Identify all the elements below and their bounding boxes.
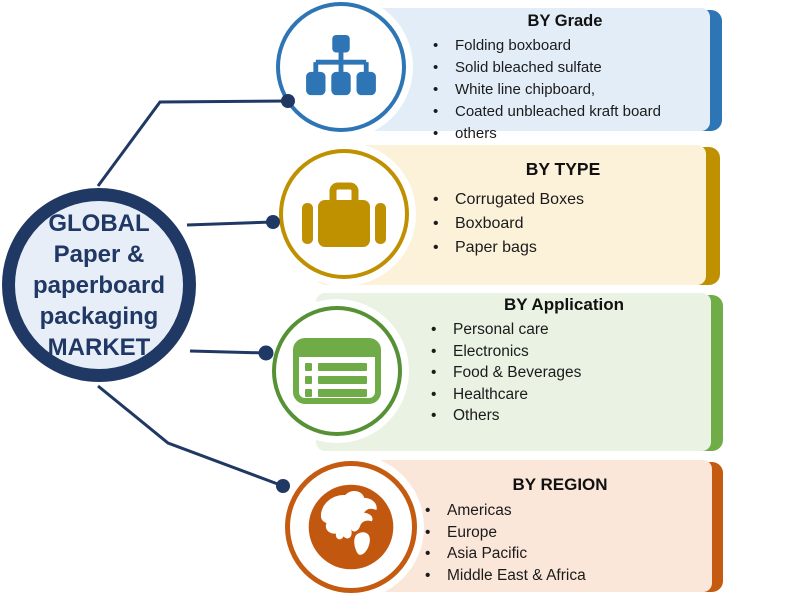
list-item: Personal care bbox=[422, 321, 706, 339]
list-item: Paper bags bbox=[424, 239, 702, 257]
panel-heading: BY TYPE bbox=[525, 159, 601, 179]
center-title-line: Paper & bbox=[53, 240, 145, 268]
connector-region bbox=[97, 384, 284, 488]
panel-list: Folding boxboardSolid bleached sulfateWh… bbox=[424, 38, 706, 143]
panel-heading: BY Application bbox=[504, 295, 624, 314]
panel-list: Personal careElectronicsFood & Beverages… bbox=[422, 321, 706, 425]
briefcase-icon bbox=[302, 182, 386, 247]
list-item: Folding boxboard bbox=[424, 38, 706, 55]
center-title-line: MARKET bbox=[47, 333, 151, 361]
connector-dot bbox=[276, 479, 290, 493]
panel-heading: BY REGION bbox=[512, 475, 608, 494]
list-item: Others bbox=[422, 407, 706, 425]
center-title-line: GLOBAL bbox=[48, 209, 150, 237]
region-circle bbox=[285, 461, 417, 593]
list-item: Healthcare bbox=[422, 386, 706, 404]
list-item: Coated unbleached kraft board bbox=[424, 104, 706, 121]
connector-grade bbox=[96, 99, 289, 187]
connector-type bbox=[186, 220, 274, 227]
list-item: Solid bleached sulfate bbox=[424, 60, 706, 77]
panel-heading: BY Grade bbox=[527, 12, 603, 30]
connector-application bbox=[189, 349, 267, 355]
list-item: Boxboard bbox=[424, 215, 702, 233]
center-market-circle: GLOBAL Paper & paperboard packaging MARK… bbox=[2, 188, 196, 382]
list-item: Electronics bbox=[422, 343, 706, 361]
panel-content: BY TYPE Corrugated BoxesBoxboardPaper ba… bbox=[424, 159, 702, 263]
list-item: Corrugated Boxes bbox=[424, 191, 702, 209]
globe-icon bbox=[308, 484, 394, 570]
list-item: Europe bbox=[416, 524, 704, 542]
grade-circle bbox=[276, 2, 406, 132]
panel-list: AmericasEuropeAsia PacificMiddle East & … bbox=[416, 502, 704, 585]
list-item: others bbox=[424, 126, 706, 143]
center-title-line: paperboard bbox=[32, 271, 166, 299]
list-item: White line chipboard, bbox=[424, 82, 706, 99]
panel-content: BY REGION AmericasEuropeAsia PacificMidd… bbox=[416, 474, 704, 589]
connector-dot bbox=[258, 345, 274, 361]
panel-content: BY Application Personal careElectronicsF… bbox=[422, 294, 706, 430]
list-item: Food & Beverages bbox=[422, 364, 706, 382]
center-title-line: packaging bbox=[39, 302, 159, 330]
list-item: Asia Pacific bbox=[416, 545, 704, 563]
list-item: Americas bbox=[416, 502, 704, 520]
connector-dot bbox=[266, 215, 280, 229]
application-circle bbox=[272, 306, 402, 436]
panel-content: BY Grade Folding boxboardSolid bleached … bbox=[424, 11, 706, 148]
list-icon bbox=[293, 338, 381, 404]
type-circle bbox=[279, 149, 409, 279]
list-item: Middle East & Africa bbox=[416, 567, 704, 585]
panel-list: Corrugated BoxesBoxboardPaper bags bbox=[424, 191, 702, 257]
sitemap-icon bbox=[306, 35, 376, 96]
